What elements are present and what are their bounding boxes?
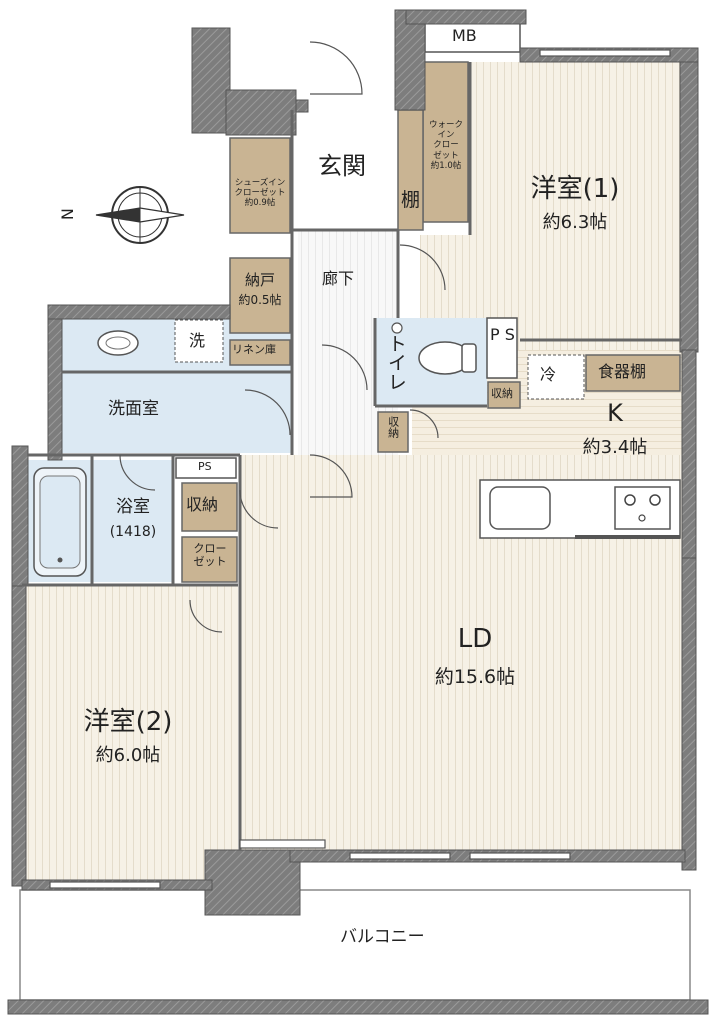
bedroom1-name: 洋室(1) [530,174,620,204]
linen-label: リネン庫 [232,343,276,356]
ps-mid-box [175,457,237,479]
walkin-closet-line2: イン [437,130,455,141]
kitchen-counter [479,479,681,539]
walkin-closet-line1: ウォーク [428,120,463,130]
shoes-closet-line3: 約0.9帖 [244,198,276,209]
walkin-closet-line4: ゼット [433,150,459,161]
mb-label: MB [452,26,477,45]
storage-mid-label: 収納 [386,416,400,438]
partitions [22,62,682,850]
compass-icon [95,186,185,244]
kitchen-label: K 約3.4帖 [555,399,675,458]
kitchen-name: K [607,399,623,427]
cupboard-box [585,354,681,392]
bath-name: 浴室 [116,497,150,517]
nando-label: 納戸 約0.5帖 [231,271,289,308]
compass-label: N [57,208,77,221]
linen-box [229,339,291,366]
nando-area: 約0.5帖 [238,293,282,308]
fixtures [33,322,477,577]
shoes-closet-box [229,137,291,234]
storage-top-label: 収納 [491,387,513,400]
closet-bath-line1: クロー [193,542,227,555]
tana-label: 棚 [401,189,421,211]
tana-box [397,109,424,231]
walkin-closet-label: ウォーク イン クロー ゼット 約1.0帖 [423,120,469,171]
windows [49,49,671,889]
ld-name: LD [457,624,493,654]
shoes-closet-line2: クローゼット [234,188,286,199]
mb-box [424,21,521,53]
bedroom1-area: 約6.3帖 [542,211,608,233]
genkan-floor [298,110,393,230]
balcony-label: バルコニー [340,927,425,947]
bedroom1-label: 洋室(1) 約6.3帖 [505,174,645,234]
nando-name: 納戸 [244,271,275,289]
bedroom1-floor-lower [420,235,680,320]
closets [174,21,681,583]
balcony-floor [19,889,691,1001]
stove [614,486,671,530]
ps-top-label: P S [490,325,515,344]
cupboard-label: 食器棚 [598,362,647,381]
rouka-label: 廊下 [322,269,355,288]
ld-label: LD 約15.6帖 [400,624,550,689]
walkin-closet-line5: 約1.0帖 [430,160,462,171]
ld-area: 約15.6帖 [434,665,516,688]
closet-bath-label: クロー ゼット [184,542,236,568]
bedroom2-area: 約6.0帖 [95,744,161,766]
wash-mark-box [174,319,224,363]
washroom-label: 洗面室 [108,399,159,419]
closet-bath-box [181,536,238,583]
nando-box [229,257,291,334]
shoes-closet-line1: シューズイン [234,178,286,188]
bedroom2-name: 洋室(2) [83,707,173,737]
genkan-label: 玄関 [318,152,366,180]
ps-top-box [486,317,518,379]
shoes-closet-label: シューズイン クローゼット 約0.9帖 [231,178,289,209]
fridge-box [527,354,585,400]
toilet-label: トイレ [384,334,407,391]
kitchen-area: 約3.4帖 [582,436,648,458]
storage-top-box [487,381,521,409]
sink [489,486,551,530]
wash-mark-label: 洗 [189,331,206,350]
storage-mid-box [377,411,409,453]
wash-basin [97,330,139,356]
bath-label: 浴室 (1418) [98,497,168,540]
walkin-closet-line3: クロー [433,140,459,151]
bedroom2-floor [22,585,238,883]
ps-mid-label: PS [198,460,212,473]
storage-bath-box [181,482,238,532]
bedroom2-label: 洋室(2) 約6.0帖 [58,707,198,767]
closet-bath-line2: ゼット [193,554,227,568]
fridge-label: 冷 [540,365,557,384]
doors [119,41,446,633]
storage-bath-label: 収納 [186,495,219,514]
walls [7,9,709,1015]
bath-size: (1418) [109,523,157,540]
